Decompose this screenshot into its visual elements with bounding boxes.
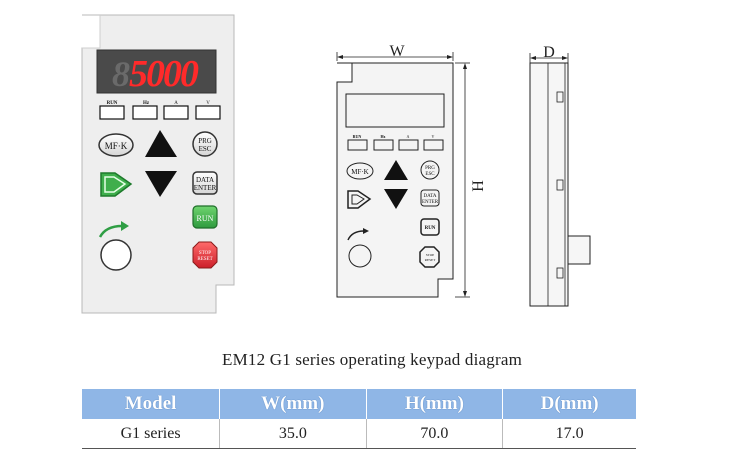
side-view bbox=[529, 53, 591, 307]
outline-display bbox=[345, 93, 445, 128]
side-clip-top bbox=[556, 91, 564, 103]
data-label: DATA bbox=[196, 176, 214, 184]
side-clip-bottom bbox=[556, 267, 564, 279]
outline-prg-button[interactable] bbox=[420, 160, 440, 180]
outline-potentiometer[interactable] bbox=[348, 244, 372, 268]
esc-label: ESC bbox=[199, 145, 212, 153]
up-arrow-button[interactable] bbox=[145, 130, 177, 157]
indicator-label-run: RUN bbox=[107, 101, 118, 106]
width-label: W bbox=[389, 43, 405, 60]
indicator-label-hz: Hz bbox=[143, 101, 150, 106]
mfk-button[interactable]: MF·K bbox=[98, 133, 134, 157]
run-button[interactable]: RUN bbox=[192, 205, 218, 229]
enter-label: ENTER bbox=[194, 184, 217, 192]
outline-lamp-label-4: V bbox=[432, 134, 435, 139]
outline-data-label: DATA bbox=[424, 194, 437, 199]
led-display bbox=[96, 49, 217, 94]
side-connector bbox=[567, 235, 591, 265]
side-clip-middle bbox=[556, 179, 564, 191]
outline-mfk-label: MF·K bbox=[351, 168, 369, 176]
led-ghost-digit: 8 bbox=[112, 54, 130, 94]
outline-lamp-1 bbox=[347, 139, 368, 151]
spec-table-header-row: Model W(mm) H(mm) D(mm) bbox=[82, 389, 636, 419]
outline-esc-label: ESC bbox=[425, 172, 435, 177]
stop-reset-button[interactable]: STOP RESET bbox=[192, 241, 218, 269]
outline-lamp-label-1: RUN bbox=[353, 134, 362, 139]
indicator-lamp-v bbox=[195, 105, 221, 120]
side-body bbox=[529, 62, 569, 307]
outline-stop-label: STOP bbox=[426, 253, 435, 257]
outline-run-button[interactable] bbox=[420, 218, 440, 236]
data-enter-button[interactable]: DATA ENTER bbox=[192, 171, 218, 195]
outline-lamp-2 bbox=[373, 139, 394, 151]
prg-esc-button[interactable]: PRG ESC bbox=[192, 131, 218, 157]
header-depth: D(mm) bbox=[502, 389, 636, 419]
outline-lamp-3 bbox=[398, 139, 419, 151]
outline-run-label: RUN bbox=[425, 226, 436, 231]
shift-button[interactable] bbox=[100, 172, 133, 197]
header-model: Model bbox=[82, 389, 220, 419]
reset-label: RESET bbox=[197, 257, 212, 262]
mfk-label: MF·K bbox=[105, 141, 128, 151]
depth-label: D bbox=[543, 44, 555, 61]
stop-label: STOP bbox=[199, 251, 211, 256]
outline-enter-label: ENTER bbox=[422, 200, 439, 205]
colored-keypad: 8 5000 RUN Hz A V MF·K PRG ESC bbox=[81, 14, 235, 314]
header-width: W(mm) bbox=[219, 389, 366, 419]
spec-table: Model W(mm) H(mm) D(mm) G1 series 35.0 7… bbox=[82, 389, 636, 449]
indicator-lamp-a bbox=[163, 105, 189, 120]
outline-shift-button[interactable] bbox=[347, 190, 372, 209]
diagram-caption: EM12 G1 series operating keypad diagram bbox=[221, 350, 523, 369]
outline-reset-label: RESET bbox=[425, 258, 437, 262]
outline-down-arrow[interactable] bbox=[384, 189, 408, 209]
indicator-lamp-run bbox=[99, 105, 125, 120]
cell-height: 70.0 bbox=[365, 419, 503, 449]
outline-lamp-label-2: Hz bbox=[381, 134, 386, 139]
header-height: H(mm) bbox=[365, 389, 503, 419]
indicator-label-v: V bbox=[206, 101, 210, 106]
run-label: RUN bbox=[197, 214, 214, 223]
prg-label: PRG bbox=[198, 137, 212, 145]
cell-depth: 17.0 bbox=[502, 419, 636, 449]
cell-model: G1 series bbox=[82, 419, 220, 449]
outline-mfk-button[interactable] bbox=[346, 162, 374, 180]
indicator-label-a: A bbox=[174, 101, 178, 106]
outline-keypad bbox=[336, 52, 470, 298]
down-arrow-button[interactable] bbox=[145, 171, 177, 197]
cell-width: 35.0 bbox=[219, 419, 366, 449]
outline-prg-label: PRG bbox=[425, 166, 435, 171]
indicator-lamp-hz bbox=[132, 105, 158, 120]
outline-lamp-4 bbox=[423, 139, 444, 151]
outline-data-button[interactable] bbox=[420, 189, 440, 207]
potentiometer-knob[interactable] bbox=[98, 221, 132, 271]
height-label: H bbox=[470, 180, 487, 192]
outline-lamp-label-3: A bbox=[407, 134, 410, 139]
outline-stop-button[interactable] bbox=[419, 246, 440, 268]
led-value: 5000 bbox=[129, 53, 199, 95]
outline-up-arrow[interactable] bbox=[384, 160, 408, 180]
table-row: G1 series 35.0 70.0 17.0 bbox=[82, 419, 636, 449]
